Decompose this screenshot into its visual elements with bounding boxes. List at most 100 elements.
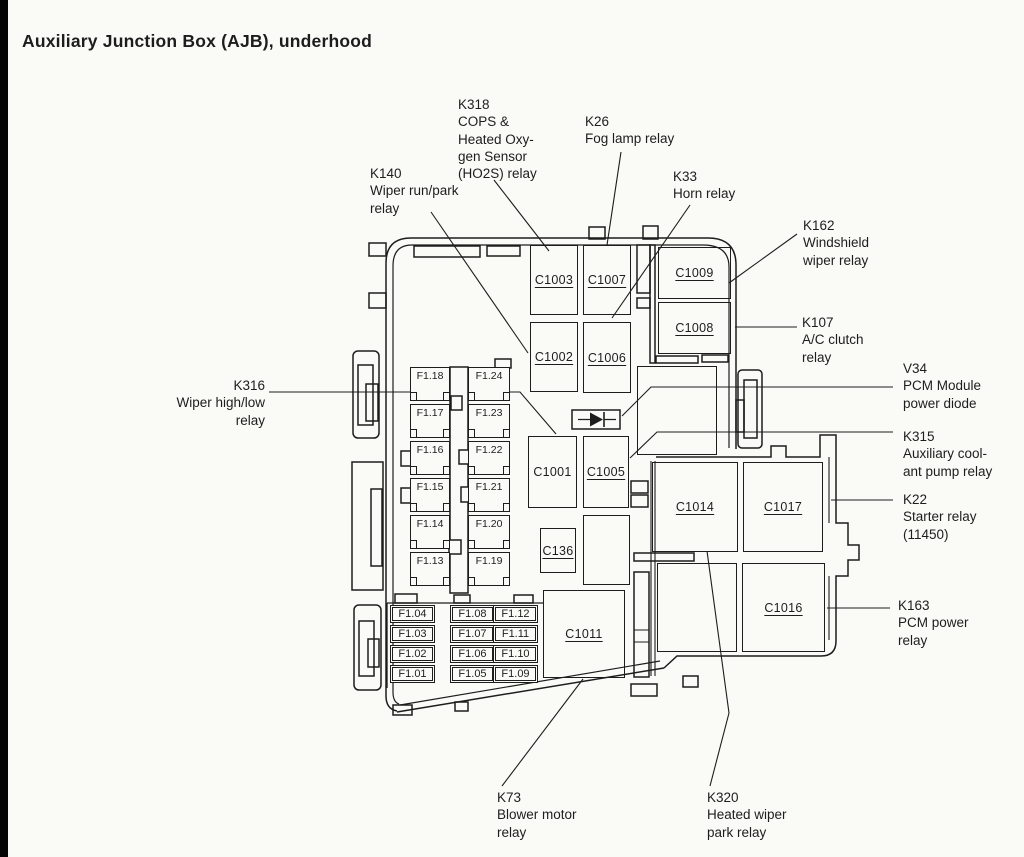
callout-line-text: Auxiliary cool- — [903, 446, 988, 462]
callout-line-text: K22 — [903, 492, 928, 507]
fuse-f1-19: F1.19 — [468, 552, 510, 586]
fuse-label: F1.15 — [416, 481, 444, 493]
connector-box-label: C1009 — [675, 266, 714, 280]
connector-box-label: C1016 — [764, 600, 803, 615]
callout-line-v34 — [621, 386, 893, 417]
fuse-label: F1.04 — [398, 608, 427, 620]
fuse-f1-10: F1.10 — [495, 647, 536, 661]
unlabeled-box — [583, 515, 630, 585]
connector-box-label: C1008 — [675, 321, 714, 335]
diode-symbol — [571, 409, 621, 430]
callout-line-text: relay — [235, 412, 265, 428]
fuse-label: F1.24 — [475, 370, 503, 382]
top-edge-details — [413, 225, 659, 258]
callout-line-k140 — [430, 211, 529, 354]
fuse-f1-18: F1.18 — [410, 367, 450, 401]
callout-line-text: Fog lamp relay — [585, 131, 675, 147]
fuse-f1-13: F1.13 — [410, 552, 450, 586]
connector-box-label: C1001 — [533, 465, 572, 479]
enclosure-outline — [385, 237, 737, 713]
callout-line-text: COPS & — [458, 114, 510, 130]
fuse-label: F1.20 — [475, 518, 503, 530]
fuse-label: F1.06 — [458, 648, 487, 660]
connector-box-c1001: C1001 — [528, 436, 577, 508]
fuse-f1-20: F1.20 — [468, 515, 510, 549]
connector-box-label: C1014 — [675, 500, 715, 514]
callout-line-text: K140 — [370, 166, 402, 181]
fuse-f1-01: F1.01 — [392, 667, 433, 681]
fuse-f1-08: F1.08 — [452, 607, 493, 621]
fuse-label: F1.19 — [475, 555, 503, 567]
fuse-f1-03: F1.03 — [392, 627, 433, 641]
fuse-label: F1.10 — [501, 648, 530, 660]
fuse-f1-07: F1.07 — [452, 627, 493, 641]
callout-line-k320 — [706, 550, 730, 787]
callout-line-text: park relay — [707, 824, 767, 840]
callout-line-text: Blower motor — [497, 807, 577, 823]
fuse-label: F1.17 — [416, 407, 444, 419]
callout-line-text: PCM Module — [903, 378, 982, 394]
callout-line-text: K320 — [707, 790, 739, 805]
callout-line-text: K163 — [898, 598, 930, 613]
fuse-label: F1.21 — [475, 481, 503, 493]
callout-line-text: Starter relay — [903, 509, 977, 525]
callout-line-k318 — [493, 179, 550, 252]
fuse-f1-02: F1.02 — [392, 647, 433, 661]
connector-box-label: C1006 — [587, 350, 627, 365]
callout-line-text: gen Sensor — [458, 148, 528, 164]
fuse-f1-22: F1.22 — [468, 441, 510, 475]
unlabeled-box — [657, 563, 737, 652]
fuse-label: F1.14 — [416, 518, 444, 530]
page-edge-bar — [0, 0, 8, 857]
fuse-f1-21: F1.21 — [468, 478, 510, 512]
callout-line-text: (11450) — [903, 526, 949, 542]
left-edge-connectors — [351, 242, 387, 691]
connector-box-c1003: C1003 — [530, 245, 578, 315]
callout-line-k73 — [501, 678, 584, 787]
callout-line-text: ant pump relay — [903, 463, 993, 479]
fuse-label: F1.16 — [416, 444, 444, 456]
callout-leader-lines — [430, 151, 893, 787]
callout-line-text: wiper relay — [803, 252, 869, 268]
fuse-f1-15: F1.15 — [410, 478, 450, 512]
fuse-f1-06: F1.06 — [452, 647, 493, 661]
connector-box-c1006: C1006 — [583, 322, 631, 393]
callout-line-k315 — [629, 431, 893, 459]
connector-box-c1005: C1005 — [583, 436, 629, 508]
callout-line-text: K33 — [673, 169, 698, 184]
callout-line-text: V34 — [903, 361, 928, 376]
connector-box-c1008: C1008 — [658, 302, 731, 354]
callout-line-text: relay — [802, 349, 832, 365]
fuse-label: F1.18 — [416, 370, 444, 382]
callout-line-text: Heated wiper — [707, 807, 787, 823]
callout-line-text: (HO2S) relay — [458, 166, 537, 182]
connector-box-c136: C136 — [540, 528, 576, 573]
fuse-f1-23: F1.23 — [468, 404, 510, 438]
callout-line-text: relay — [497, 824, 527, 840]
fuse-f1-16: F1.16 — [410, 441, 450, 475]
fuse-label: F1.09 — [501, 668, 530, 680]
fuse-label: F1.13 — [416, 555, 444, 567]
unlabeled-box — [637, 366, 717, 455]
connector-box-c1016: C1016 — [742, 563, 825, 652]
fuse-label: F1.01 — [398, 668, 427, 680]
callout-line-text: power diode — [903, 395, 977, 411]
fuse-label: F1.03 — [398, 628, 427, 640]
callout-line-text: A/C clutch — [802, 332, 864, 348]
connector-box-c1017: C1017 — [743, 462, 823, 552]
fuse-f1-04: F1.04 — [392, 607, 433, 621]
bottom-panel-details — [386, 593, 699, 716]
callout-line-k162 — [728, 233, 798, 284]
callout-line-text: Wiper high/low — [176, 395, 265, 411]
fuse-label: F1.07 — [458, 628, 487, 640]
